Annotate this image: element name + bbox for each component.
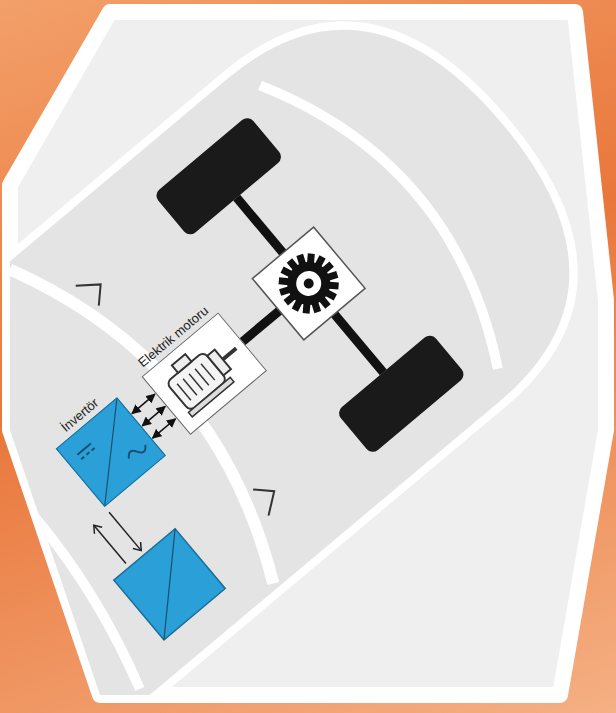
wire bbox=[94, 525, 126, 563]
gear-ring bbox=[285, 260, 333, 308]
mirror-mark bbox=[76, 273, 111, 309]
signal-arrow bbox=[142, 406, 165, 425]
lower-block bbox=[114, 529, 225, 640]
tyre bbox=[153, 115, 284, 238]
gearbox bbox=[252, 227, 365, 340]
block-diagonal bbox=[114, 529, 225, 640]
gear-hub bbox=[302, 276, 316, 290]
gear-icon bbox=[266, 241, 351, 326]
drive-shaft bbox=[241, 311, 279, 343]
mirror-mark bbox=[249, 480, 284, 516]
axle bbox=[237, 198, 384, 373]
arrow-head bbox=[90, 522, 102, 534]
side-arrows bbox=[90, 509, 145, 567]
tyres bbox=[153, 115, 467, 455]
signal-arrow bbox=[132, 394, 155, 413]
wire bbox=[109, 512, 141, 550]
seat-line bbox=[0, 363, 163, 689]
battery-block bbox=[114, 529, 225, 640]
signal-arrow bbox=[153, 419, 176, 438]
arrow-head bbox=[133, 542, 145, 554]
tyre bbox=[336, 332, 467, 455]
